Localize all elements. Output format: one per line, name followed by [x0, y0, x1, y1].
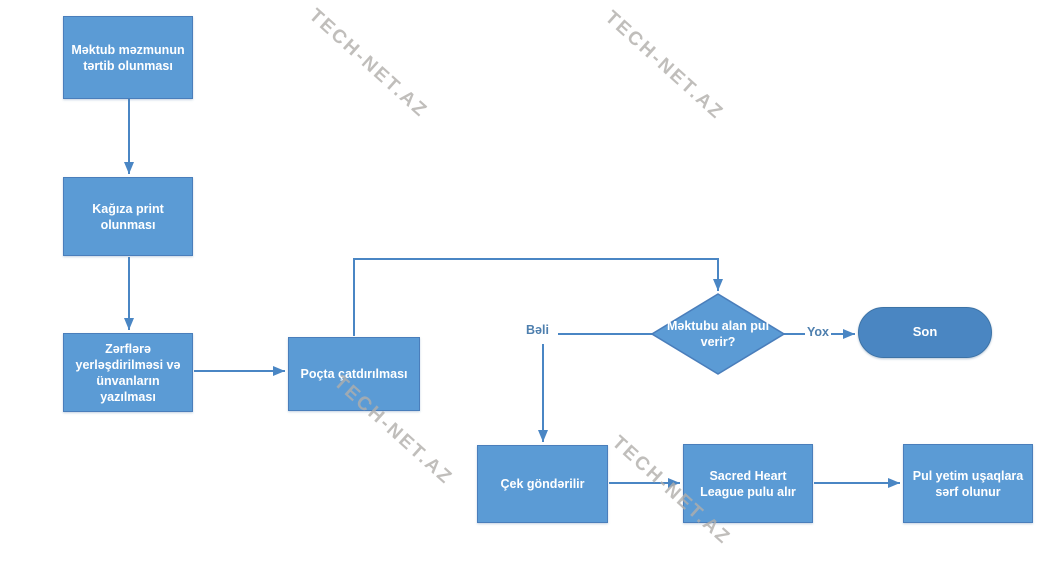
flowchart-node-check: Çek göndərilir: [477, 445, 608, 523]
flowchart-node-end: Son: [858, 307, 992, 358]
flowchart-node-print: Kağıza print olunması: [63, 177, 193, 256]
flowchart-node-post: Poçta çatdırılması: [288, 337, 420, 411]
flowchart-node-decision: Məktubu alan pul verir?: [666, 319, 770, 349]
flowchart-node-league: Sacred Heart League pulu alır: [683, 444, 813, 523]
edge-label-no: Yox: [805, 325, 831, 340]
edge-label-yes: Bəli: [524, 323, 551, 338]
flowchart-node-orphans: Pul yetim uşaqlara sərf olunur: [903, 444, 1033, 523]
flowchart-node-envelope: Zərflərə yerləşdirilməsi və ünvanların y…: [63, 333, 193, 412]
decision-diamond: [650, 293, 786, 375]
flowchart-node-compose: Məktub məzmunun tərtib olunması: [63, 16, 193, 99]
